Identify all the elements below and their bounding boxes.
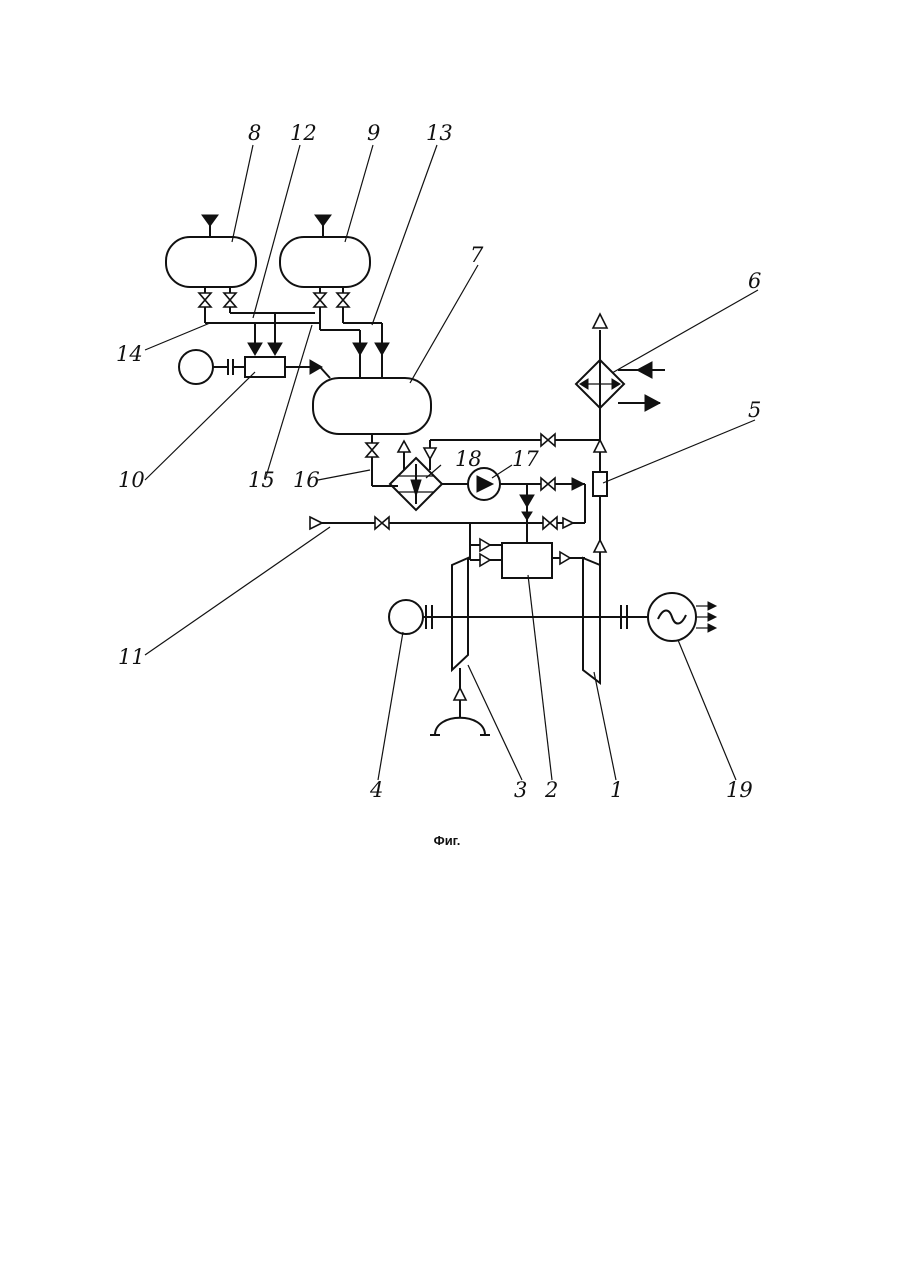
vessel-8 xyxy=(166,215,256,287)
label-15: 15 xyxy=(248,468,275,492)
label-11: 11 xyxy=(118,645,145,669)
label-8: 8 xyxy=(248,121,261,145)
label-3: 3 xyxy=(514,778,527,802)
compressor-3 xyxy=(430,558,490,735)
label-19: 19 xyxy=(726,778,753,802)
pipe-16 xyxy=(366,434,398,486)
label-14: 14 xyxy=(116,342,143,366)
unit-10 xyxy=(245,357,330,378)
label-10: 10 xyxy=(118,468,145,492)
label-17: 17 xyxy=(512,447,539,471)
label-12: 12 xyxy=(290,121,317,145)
label-1: 1 xyxy=(610,778,623,802)
label-7: 7 xyxy=(470,243,484,267)
label-9: 9 xyxy=(367,121,380,145)
label-18: 18 xyxy=(455,447,482,471)
vessel-7 xyxy=(313,378,431,434)
label-5: 5 xyxy=(748,398,761,422)
vessel-9 xyxy=(280,215,370,287)
leader-lines xyxy=(145,145,758,780)
motor-10 xyxy=(179,350,245,384)
generator-19 xyxy=(648,593,716,641)
starter-motor-4 xyxy=(389,600,426,634)
label-2: 2 xyxy=(544,778,558,802)
label-16: 16 xyxy=(293,468,320,492)
vessel-8-outlets xyxy=(199,287,236,323)
pipe-top-bypass xyxy=(430,434,600,446)
label-4: 4 xyxy=(369,778,383,802)
unit-5 xyxy=(593,472,607,496)
turbine-1 xyxy=(583,558,600,683)
shaft xyxy=(426,605,648,629)
pipe-11 xyxy=(310,484,585,543)
label-13: 13 xyxy=(426,121,453,145)
label-6: 6 xyxy=(748,269,761,293)
figure-caption: Фиг. xyxy=(434,833,461,848)
